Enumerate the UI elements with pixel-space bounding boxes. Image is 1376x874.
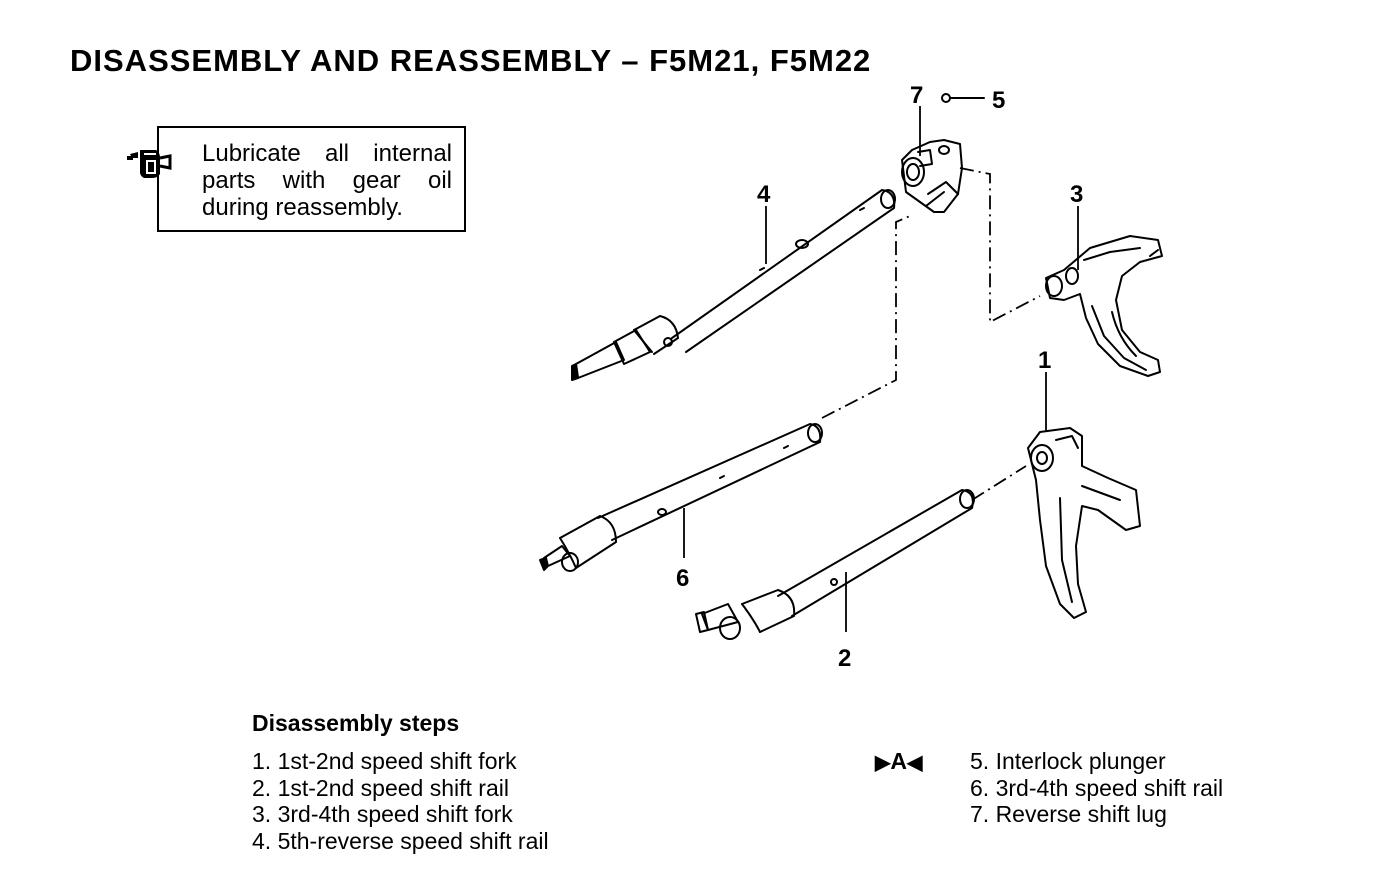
service-mark-left-arrow-icon: ▶	[875, 752, 891, 774]
callout-6: 6	[676, 565, 689, 592]
step-item: 3. 3rd-4th speed shift fork	[252, 801, 513, 827]
service-mark-letter: A	[890, 748, 908, 774]
disassembly-steps-list-left: 1. 1st-2nd speed shift fork 2. 1st-2nd s…	[252, 748, 549, 854]
1st-2nd-shift-rail	[695, 489, 975, 640]
callout-3: 3	[1070, 181, 1083, 208]
step-item: 1. 1st-2nd speed shift fork	[252, 748, 517, 774]
callout-5: 5	[992, 87, 1005, 114]
callout-2: 2	[838, 645, 851, 672]
step-item: 6. 3rd-4th speed shift rail	[970, 774, 1224, 801]
lubrication-note-text: Lubricate all internal parts with gear o…	[202, 140, 452, 221]
step-item: 7. Reverse shift lug	[970, 801, 1167, 827]
disassembly-steps-title: Disassembly steps	[252, 710, 460, 736]
step-item: 4. 5th-reverse speed shift rail	[252, 827, 549, 854]
callout-4: 4	[757, 181, 771, 208]
3rd-4th-shift-rail	[539, 423, 823, 572]
step-item: 2. 1st-2nd speed shift rail	[252, 774, 509, 801]
interlock-plunger	[941, 93, 985, 103]
service-mark-right-arrow-icon: ◀	[907, 752, 923, 774]
service-point-mark: ▶A◀	[875, 748, 922, 777]
leader-lines	[683, 106, 1079, 632]
callout-7: 7	[910, 82, 923, 109]
1st-2nd-shift-fork	[1027, 427, 1141, 619]
5th-reverse-shift-rail	[571, 189, 896, 381]
reverse-shift-lug	[901, 139, 963, 213]
oil-can-icon	[127, 150, 172, 178]
disassembly-steps-list-right: 5. Interlock plunger 6. 3rd-4th speed sh…	[970, 748, 1223, 828]
assembly-lines	[821, 167, 1041, 501]
step-item: 5. Interlock plunger	[970, 748, 1166, 774]
3rd-4th-shift-fork	[1045, 235, 1163, 377]
page-title: DISASSEMBLY AND REASSEMBLY – F5M21, F5M2…	[70, 42, 872, 78]
lubrication-note: Lubricate all internal parts with gear o…	[157, 126, 466, 232]
callout-1: 1	[1038, 347, 1051, 374]
